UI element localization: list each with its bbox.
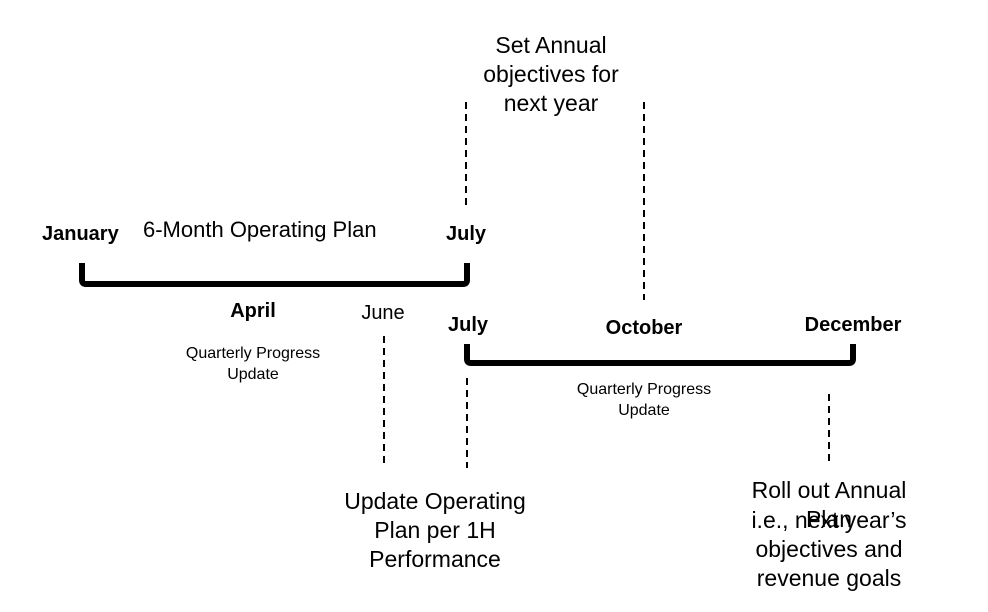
bracket-second-half — [464, 344, 856, 366]
note-quarterly-progress-april: Quarterly Progress Update — [185, 345, 321, 383]
label-july-bottom: July — [448, 314, 489, 336]
label-six-month-plan: 6-Month Operating Plan — [143, 217, 377, 242]
note-quarterly-progress-q3: Quarterly Progress Update — [576, 381, 712, 419]
callout-set-annual-objectives: Set Annual objectives for next year — [483, 32, 619, 116]
label-january: January — [42, 223, 119, 245]
callout-roll-out-annual-plan-body: i.e., next year’s objectives and revenue… — [751, 507, 907, 591]
label-april: April — [230, 300, 276, 322]
label-december: December — [804, 314, 902, 336]
callout-roll-out-annual-plan-title: Roll out Annual Plan — [751, 477, 907, 532]
label-october: October — [605, 317, 683, 339]
callout-update-operating-plan: Update Operating Plan per 1H Performance — [344, 488, 526, 572]
label-june: June — [361, 302, 405, 324]
bracket-six-month-plan — [79, 263, 470, 287]
label-july-top: July — [446, 223, 487, 245]
